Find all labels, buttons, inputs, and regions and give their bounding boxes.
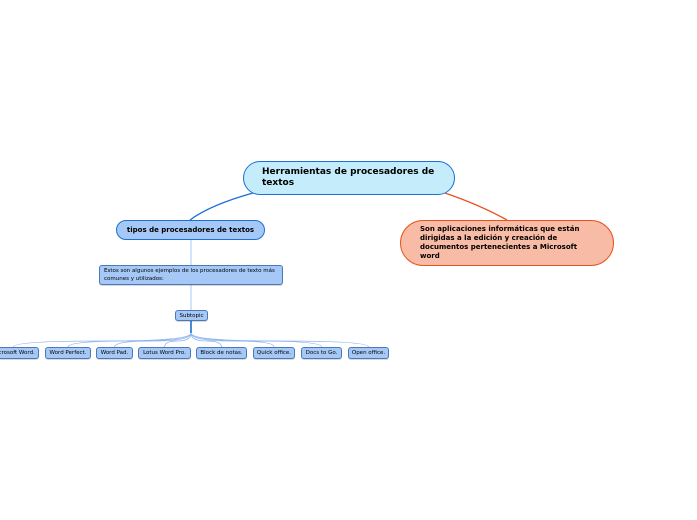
leaf-quick-office[interactable]: Quick office. [253, 347, 295, 359]
main-topic-tipos[interactable]: tipos de procesadores de textos [116, 220, 265, 240]
leaf-label: Lotus Word Pro. [143, 350, 186, 356]
main-topic-definicion[interactable]: Son aplicaciones informáticas que están … [400, 220, 614, 266]
subtopic-node[interactable]: Subtopic [175, 310, 208, 321]
leaf-open-office[interactable]: Open office. [348, 347, 389, 359]
leaf-connector [67, 332, 192, 348]
main-topic-tipos-label: tipos de procesadores de textos [126, 226, 255, 234]
leaf-connector [190, 332, 322, 348]
leaf-connectors [13, 332, 369, 348]
central-topic-label: Herramientas de procesadores de textos [262, 167, 435, 188]
leaf-connector [164, 332, 192, 348]
leaf-connector [190, 332, 275, 348]
leaf-connector [190, 332, 222, 348]
leaf-lotus-word-pro[interactable]: Lotus Word Pro. [138, 347, 191, 359]
leaf-label: Microsoft Word. [0, 350, 35, 356]
leaf-label: Word Pad. [100, 350, 129, 356]
description-node-label: Estos son algunos ejemplos de los proces… [104, 268, 275, 282]
subtopic-node-label: Subtopic [179, 312, 204, 319]
leaf-label: Docs to Go. [305, 350, 338, 356]
description-node[interactable]: Estos son algunos ejemplos de los proces… [99, 265, 283, 285]
connector-central-left [189, 192, 254, 221]
leaf-connector [114, 332, 192, 348]
leaf-microsoft-word[interactable]: Microsoft Word. [0, 347, 39, 359]
leaf-word-pad[interactable]: Word Pad. [96, 347, 133, 359]
leaf-word-perfect[interactable]: Word Perfect. [45, 347, 91, 359]
leaf-block-de-notas[interactable]: Block de notas. [196, 347, 247, 359]
connector-central-right [444, 192, 508, 221]
leaf-label: Open office. [351, 350, 386, 356]
central-topic[interactable]: Herramientas de procesadores de textos [243, 161, 455, 195]
main-topic-definicion-label: Son aplicaciones informáticas que están … [420, 225, 580, 260]
leaf-label: Word Perfect. [49, 350, 87, 356]
leaf-label: Quick office. [256, 350, 292, 356]
leaf-label: Block de notas. [200, 350, 243, 356]
leaf-docs-to-go[interactable]: Docs to Go. [301, 347, 342, 359]
leaf-connector [190, 332, 369, 348]
leaf-connector [13, 332, 192, 348]
